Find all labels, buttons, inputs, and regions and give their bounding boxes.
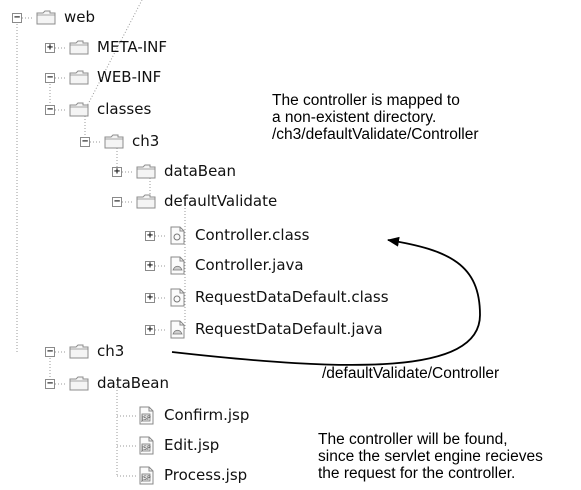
tree-node-label: Edit.jsp: [164, 436, 220, 454]
folder-icon: [36, 10, 56, 25]
expand-toggle-icon[interactable]: +: [145, 324, 155, 335]
mapped-note-line-3: /ch3/defaultValidate/Controller: [272, 126, 479, 143]
expand-toggle-icon[interactable]: +: [112, 166, 122, 177]
tree-node-label: Confirm.jsp: [164, 406, 250, 424]
svg-text:JSP: JSP: [140, 445, 151, 452]
folder-icon: [69, 70, 89, 85]
tree-node-label: Controller.java: [195, 256, 304, 274]
jsp-file-icon: JSP: [138, 436, 155, 455]
folder-icon: [136, 194, 156, 209]
svg-text:JSP: JSP: [140, 415, 151, 422]
mapped-note: The controller is mapped to a non-existe…: [272, 92, 479, 143]
expand-toggle-icon[interactable]: +: [45, 42, 55, 53]
folder-icon: [69, 344, 89, 359]
found-note-line-3: the request for the controller.: [318, 465, 516, 482]
collapse-toggle-icon[interactable]: −: [45, 104, 55, 115]
folder-icon: [136, 164, 156, 179]
svg-text:JSP: JSP: [140, 475, 151, 482]
collapse-toggle-icon[interactable]: −: [45, 378, 55, 389]
tree-node-label: ch3: [97, 342, 125, 360]
tree-node-label: ch3: [132, 132, 160, 150]
tree-node-label: META-INF: [97, 38, 168, 56]
java-file-icon: [169, 320, 186, 339]
jsp-file-icon: JSP: [138, 466, 155, 485]
collapse-toggle-icon[interactable]: −: [12, 12, 22, 23]
arrow-label: /defaultValidate/Controller: [322, 365, 500, 382]
mapped-note-line-2: a non-existent directory.: [272, 109, 437, 126]
tree-node-label: dataBean: [97, 374, 170, 392]
tree-node-label: web: [64, 8, 96, 26]
jsp-file-icon: JSP: [138, 406, 155, 425]
tree-node-label: dataBean: [164, 162, 237, 180]
collapse-toggle-icon[interactable]: −: [45, 346, 55, 357]
expand-toggle-icon[interactable]: +: [145, 260, 155, 271]
tree-node-label: Process.jsp: [164, 466, 248, 484]
mapped-note-line-1: The controller is mapped to: [272, 92, 460, 109]
collapse-toggle-icon[interactable]: −: [112, 196, 122, 207]
tree-node-label: Controller.class: [195, 226, 310, 244]
collapse-toggle-icon[interactable]: −: [45, 72, 55, 83]
collapse-toggle-icon[interactable]: −: [80, 136, 90, 147]
folder-icon: [69, 102, 89, 117]
folder-icon: [69, 40, 89, 55]
class-file-icon: [169, 288, 186, 307]
expand-toggle-icon[interactable]: +: [145, 292, 155, 303]
expand-toggle-icon[interactable]: +: [145, 230, 155, 241]
folder-icon: [104, 134, 124, 149]
class-file-icon: [169, 226, 186, 245]
found-note: The controller will be found, since the …: [318, 431, 543, 482]
tree-node-label: defaultValidate: [164, 192, 278, 210]
found-note-line-1: The controller will be found,: [318, 431, 508, 448]
tree-node-label: RequestDataDefault.class: [195, 288, 389, 306]
tree-node-label: WEB-INF: [97, 68, 162, 86]
tree-node-label: classes: [97, 100, 152, 118]
tree-node-label: RequestDataDefault.java: [195, 320, 383, 338]
found-note-line-2: since the servlet engine recieves: [318, 448, 543, 465]
java-file-icon: [169, 256, 186, 275]
folder-icon: [69, 376, 89, 391]
